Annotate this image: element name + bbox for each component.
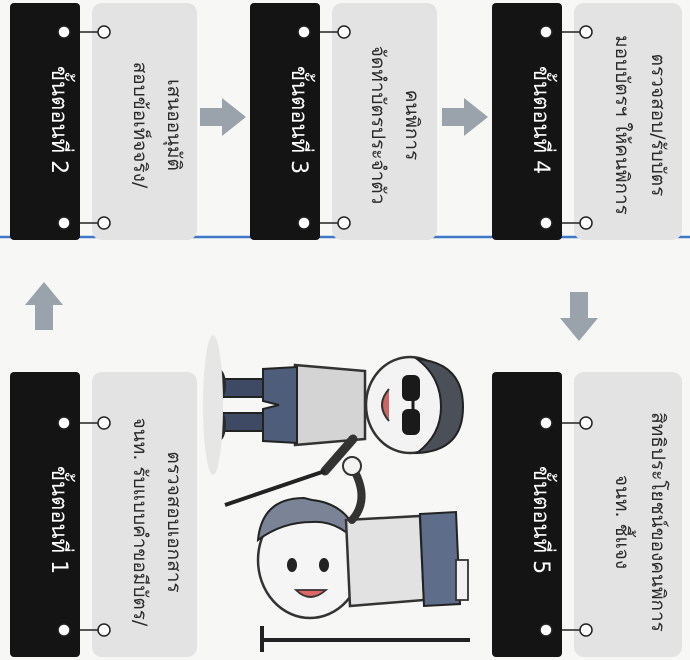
pin-icon xyxy=(540,217,552,229)
step-4: ขั้นตอนที่ 4 มอบบัตรฯ ให้คนพิการ ตรวจสอบ… xyxy=(492,3,682,240)
step-4-line-1: มอบบัตรฯ ให้คนพิการ xyxy=(611,35,633,215)
pin-icon xyxy=(98,217,110,229)
step-3-line-1: จัดทำบัตรประจำตัว xyxy=(367,46,389,205)
step-1: ขั้นตอนที่ 1 จนท. รับแบบคำขอมีบัตร/ ตรวจ… xyxy=(10,372,197,657)
pin-icon xyxy=(98,417,110,429)
pin-icon xyxy=(58,26,70,38)
step-3-title: ขั้นตอนที่ 3 xyxy=(286,66,315,174)
pin-icon xyxy=(58,417,70,429)
step-2-title: ขั้นตอนที่ 2 xyxy=(46,66,75,174)
step-2-line-2: เสนออนุมัติ xyxy=(162,79,185,171)
step-5-title: ขั้นตอนที่ 5 xyxy=(528,466,557,574)
step-2-line-1: สอบข้อเท็จจริง/ xyxy=(129,62,153,189)
step-5-line-1: จนท. ชี้แจง xyxy=(611,475,636,569)
step-1-line-1: จนท. รับแบบคำขอมีบัตร/ xyxy=(129,418,151,627)
pin-icon xyxy=(540,624,552,636)
pin-icon xyxy=(540,417,552,429)
pin-icon xyxy=(580,624,592,636)
pin-icon xyxy=(58,217,70,229)
pin-icon xyxy=(540,26,552,38)
step-3: ขั้นตอนที่ 3 จัดทำบัตรประจำตัว คนพิการ xyxy=(250,3,437,240)
pin-icon xyxy=(580,217,592,229)
step-4-title: ขั้นตอนที่ 4 xyxy=(528,66,557,174)
step-5-line-2: สิทธิประโยชน์ของคนพิการ xyxy=(647,412,670,632)
step-3-line-2: คนพิการ xyxy=(401,90,423,161)
pin-icon xyxy=(338,26,350,38)
step-1-title: ขั้นตอนที่ 1 xyxy=(46,466,75,574)
pin-icon xyxy=(58,624,70,636)
pin-icon xyxy=(298,26,310,38)
step-4-line-2: ตรวจสอบ/รับบัตร xyxy=(647,54,669,197)
pin-icon xyxy=(98,624,110,636)
step-5: ขั้นตอนที่ 5 จนท. ชี้แจง สิทธิประโยชน์ขอ… xyxy=(492,372,682,657)
step-2: ขั้นตอนที่ 2 สอบข้อเท็จจริง/ เสนออนุมัติ xyxy=(10,3,197,240)
pin-icon xyxy=(580,417,592,429)
pin-icon xyxy=(580,26,592,38)
step-1-line-2: ตรวจสอบเอกสาร xyxy=(163,451,185,592)
pin-icon xyxy=(98,26,110,38)
pin-icon xyxy=(338,217,350,229)
pin-icon xyxy=(298,217,310,229)
